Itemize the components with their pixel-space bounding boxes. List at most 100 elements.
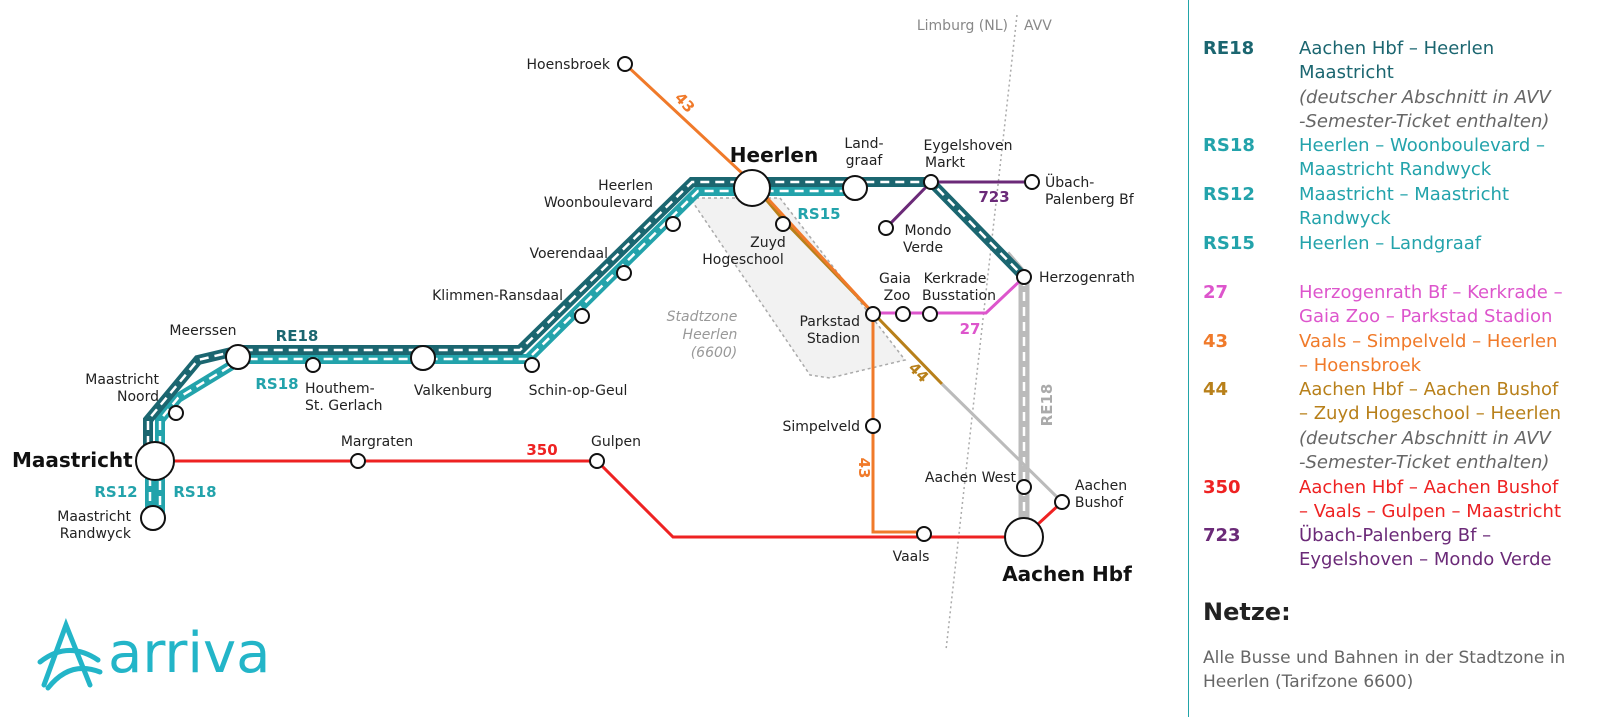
zone-label-1: Stadtzone bbox=[667, 309, 738, 325]
label-ubach-2: Palenberg Bf bbox=[1045, 192, 1135, 208]
legend-desc-text: Übach-Palenberg Bf – Eygelshoven – Mondo… bbox=[1299, 525, 1552, 571]
label-gulpen: Gulpen bbox=[591, 434, 641, 450]
label-gaia-2: Zoo bbox=[884, 288, 911, 304]
legend-desc-text: Aachen Hbf – Aachen Bushof – Zuyd Hogesc… bbox=[1299, 379, 1562, 425]
station-mondo-verde[interactable] bbox=[878, 220, 894, 236]
netze-title: Netze: bbox=[1203, 598, 1291, 626]
label-heerlen: Heerlen bbox=[730, 143, 818, 167]
legend-desc: Aachen Hbf – Aachen Bushof – Zuyd Hogesc… bbox=[1299, 378, 1598, 476]
label-aachen-hbf: Aachen Hbf bbox=[1002, 562, 1132, 586]
label-margraten: Margraten bbox=[341, 434, 413, 450]
grey-rail-herzogenrath-aachen bbox=[1000, 251, 1030, 537]
station-vaals[interactable] bbox=[916, 526, 932, 542]
label-herzogenrath: Herzogenrath bbox=[1039, 270, 1135, 286]
label-parkstad-1: Parkstad bbox=[799, 314, 860, 330]
station-kerkrade[interactable] bbox=[922, 306, 938, 322]
legend-desc: Heerlen – Woonboulevard – Maastricht Ran… bbox=[1299, 134, 1598, 183]
border-label-right: AVV bbox=[1024, 18, 1052, 34]
label-parkstad-2: Stadion bbox=[807, 331, 860, 347]
label-zuyd-2: Hogeschool bbox=[702, 252, 783, 268]
station-zuyd[interactable] bbox=[775, 216, 791, 232]
legend-note: (deutscher Abschnitt in AVV -Semester-Ti… bbox=[1299, 427, 1551, 474]
station-simpelveld[interactable] bbox=[865, 418, 881, 434]
label-woonboulevard-1: Heerlen bbox=[598, 178, 653, 194]
label-aachen-bushof-1: Aachen bbox=[1075, 478, 1127, 494]
station-margraten[interactable] bbox=[350, 453, 366, 469]
station-gaia-zoo[interactable] bbox=[895, 306, 911, 322]
legend-desc-text: Aachen Hbf – Aachen Bushof – Vaals – Gul… bbox=[1299, 477, 1562, 523]
station-woonboulevard[interactable] bbox=[665, 216, 681, 232]
legend-code: RS12 bbox=[1203, 184, 1255, 205]
legend-desc-text: Heerlen – Landgraaf bbox=[1299, 233, 1482, 254]
legend-desc: Maastricht – Maastricht Randwyck bbox=[1299, 183, 1598, 232]
label-klimmen: Klimmen-Ransdaal bbox=[432, 288, 563, 304]
route-label-44: 44 bbox=[905, 359, 932, 386]
arriva-logo: arriva bbox=[37, 618, 270, 691]
label-maastricht-noord-2: Noord bbox=[117, 389, 159, 405]
station-aachen-hbf[interactable] bbox=[1004, 517, 1044, 557]
legend-desc-text: Vaals – Simpelveld – Heerlen – Hoensbroe… bbox=[1299, 331, 1558, 377]
station-aachen-bushof[interactable] bbox=[1054, 494, 1070, 510]
label-mondo-2: Verde bbox=[903, 240, 943, 256]
station-valkenburg[interactable] bbox=[410, 345, 436, 371]
label-meerssen: Meerssen bbox=[169, 323, 236, 339]
legend-code: 350 bbox=[1203, 477, 1241, 498]
station-schin[interactable] bbox=[524, 357, 540, 373]
route-label-rs18-south: RS18 bbox=[173, 483, 216, 501]
label-hoensbroek: Hoensbroek bbox=[527, 57, 611, 73]
route-label-rs15: RS15 bbox=[797, 205, 840, 223]
label-voerendaal: Voerendaal bbox=[529, 246, 608, 262]
station-landgraaf[interactable] bbox=[842, 175, 868, 201]
legend-desc-text: Aachen Hbf – Heerlen Maastricht bbox=[1299, 38, 1495, 84]
legend-desc: Heerlen – Landgraaf bbox=[1299, 232, 1598, 256]
label-aachen-bushof-2: Bushof bbox=[1075, 495, 1124, 511]
label-maastricht: Maastricht bbox=[12, 448, 133, 472]
legend-desc-text: Heerlen – Woonboulevard – Maastricht Ran… bbox=[1299, 135, 1546, 181]
station-gulpen[interactable] bbox=[589, 453, 605, 469]
label-vaals: Vaals bbox=[893, 549, 930, 565]
line-re18[interactable] bbox=[143, 177, 1028, 460]
station-aachen-west[interactable] bbox=[1016, 479, 1032, 495]
border-line bbox=[945, 14, 1018, 651]
legend-code: 43 bbox=[1203, 331, 1229, 352]
station-maastricht-noord[interactable] bbox=[168, 405, 184, 421]
label-randwyck-2: Randwyck bbox=[60, 526, 132, 542]
legend-desc: Aachen Hbf – Aachen Bushof – Vaals – Gul… bbox=[1299, 476, 1598, 525]
label-zuyd-1: Zuyd bbox=[750, 235, 786, 251]
label-aachen-west: Aachen West bbox=[925, 470, 1017, 486]
station-randwyck[interactable] bbox=[140, 505, 166, 531]
border-label-left: Limburg (NL) bbox=[917, 18, 1008, 34]
station-heerlen[interactable] bbox=[733, 169, 771, 207]
station-herzogenrath[interactable] bbox=[1016, 269, 1032, 285]
arriva-logo-text: arriva bbox=[108, 621, 270, 686]
route-label-43-bottom: 43 bbox=[855, 458, 873, 479]
station-houthem[interactable] bbox=[305, 357, 321, 373]
route-label-re18: RE18 bbox=[276, 327, 319, 345]
station-maastricht[interactable] bbox=[135, 441, 175, 481]
label-valkenburg: Valkenburg bbox=[414, 383, 492, 399]
station-hoensbroek[interactable] bbox=[617, 56, 633, 72]
network-map: Limburg (NL) AVV Stadtzone Heerlen (6600… bbox=[12, 14, 1135, 691]
label-eygelshoven-2: Markt bbox=[925, 155, 966, 171]
legend-code: RS18 bbox=[1203, 135, 1255, 156]
station-meerssen[interactable] bbox=[225, 344, 251, 370]
legend-code: 44 bbox=[1203, 379, 1229, 400]
legend-desc: Herzogenrath Bf – Kerkrade – Gaia Zoo – … bbox=[1299, 281, 1598, 330]
legend-desc-text: Herzogenrath Bf – Kerkrade – Gaia Zoo – … bbox=[1299, 282, 1563, 328]
route-label-rs12: RS12 bbox=[94, 483, 137, 501]
label-ubach-1: Übach- bbox=[1045, 173, 1094, 191]
station-ubach[interactable] bbox=[1024, 174, 1040, 190]
label-maastricht-noord-1: Maastricht bbox=[85, 372, 159, 388]
station-eygelshoven[interactable] bbox=[923, 174, 939, 190]
legend-note: (deutscher Abschnitt in AVV -Semester-Ti… bbox=[1299, 86, 1551, 133]
label-woonboulevard-2: Woonboulevard bbox=[544, 195, 653, 211]
station-parkstad[interactable] bbox=[865, 306, 881, 322]
station-voerendaal[interactable] bbox=[616, 265, 632, 281]
route-label-723: 723 bbox=[978, 188, 1009, 206]
label-kerkrade-2: Busstation bbox=[922, 288, 996, 304]
station-klimmen[interactable] bbox=[574, 308, 590, 324]
arriva-logo-mark bbox=[37, 618, 103, 691]
label-houthem-1: Houthem- bbox=[305, 381, 375, 397]
label-landgraaf-2: graaf bbox=[846, 153, 884, 169]
